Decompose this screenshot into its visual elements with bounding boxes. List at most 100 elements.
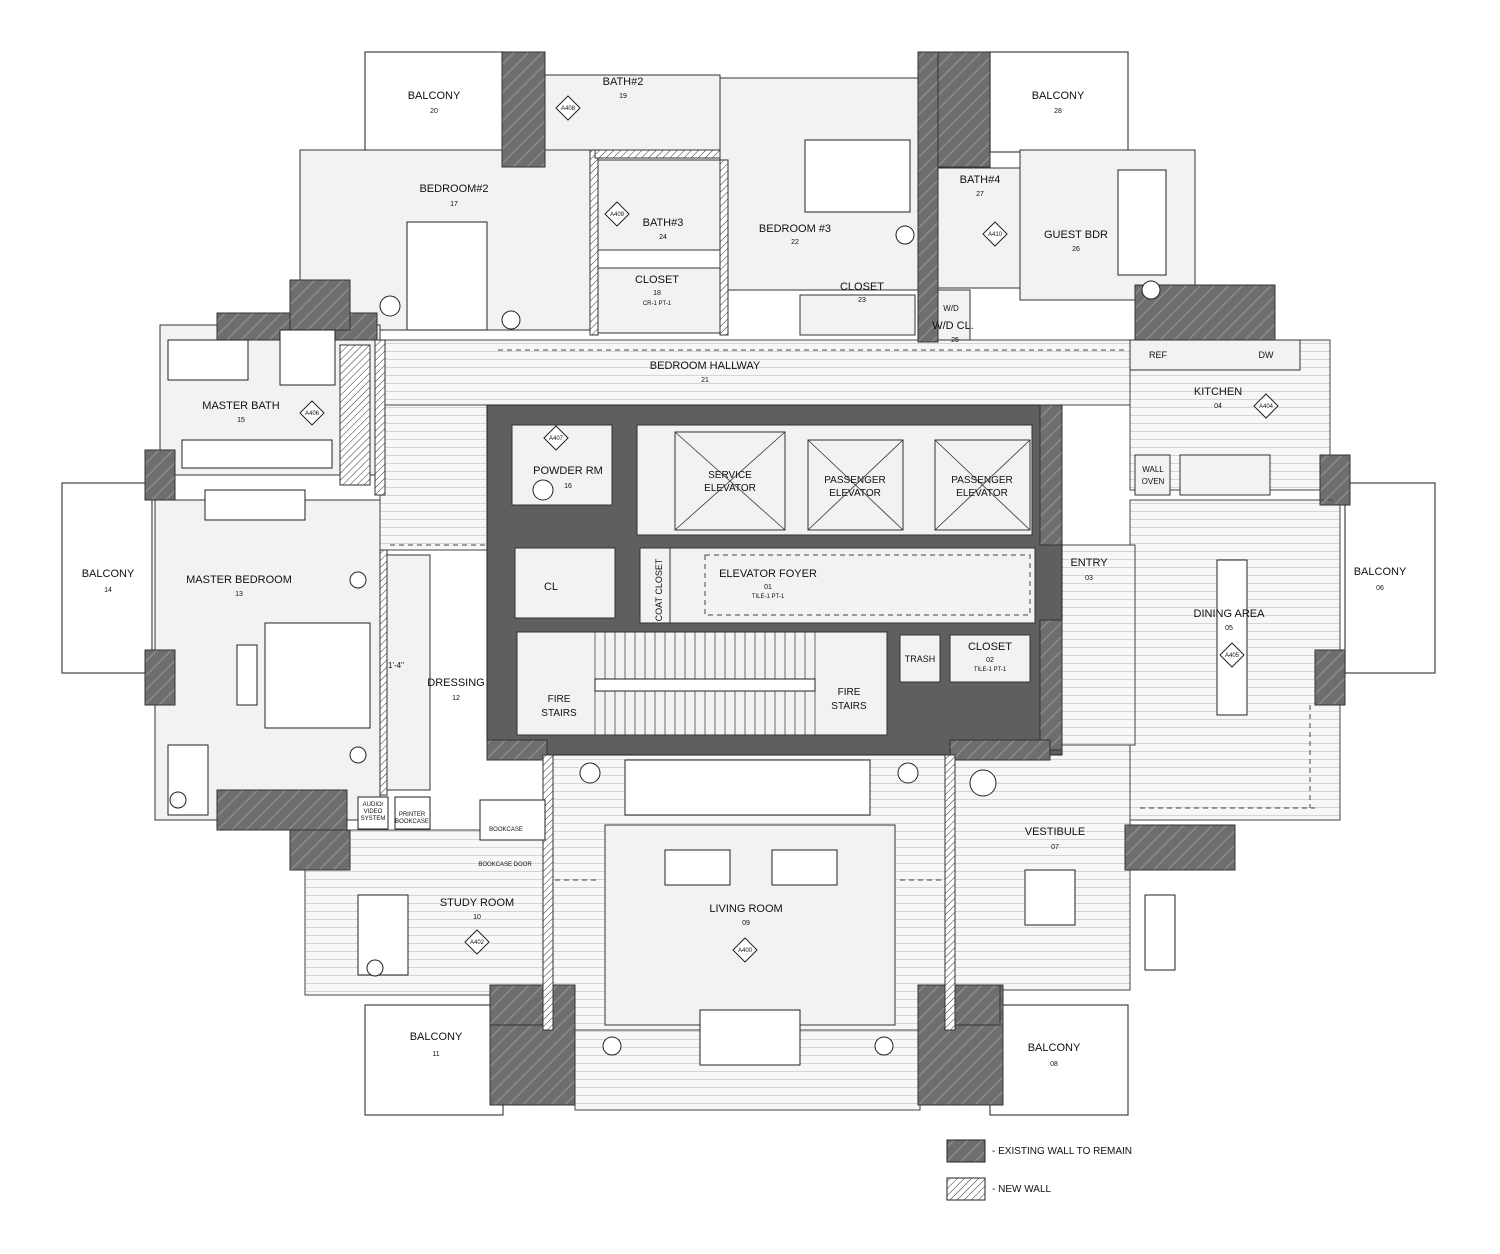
bedroom3-number: 22 bbox=[791, 239, 799, 246]
kitchen-number: 04 bbox=[1214, 403, 1222, 410]
svg-text:A409: A409 bbox=[610, 212, 625, 218]
balcony-14-label: BALCONY bbox=[82, 568, 135, 580]
bedroom2-number: 17 bbox=[450, 201, 458, 208]
balcony-11 bbox=[364, 1004, 504, 1116]
trash-room bbox=[899, 634, 941, 683]
legend-new-text: - NEW WALL bbox=[992, 1184, 1052, 1195]
dressing-label: DRESSING bbox=[427, 677, 484, 689]
foyer-inlay bbox=[704, 554, 1031, 616]
svg-text:A402: A402 bbox=[470, 940, 485, 946]
svg-text:A404: A404 bbox=[1259, 404, 1274, 410]
passenger-elevator-2-label-2: ELEVATOR bbox=[956, 488, 1008, 499]
closet-02 bbox=[949, 634, 1031, 683]
cl-closet bbox=[514, 547, 616, 619]
closet02-tags: TILE-1 PT-1 bbox=[974, 667, 1007, 673]
study-number: 10 bbox=[473, 914, 481, 921]
closet02-label: CLOSET bbox=[968, 641, 1012, 653]
closet-23 bbox=[799, 294, 916, 336]
balcony-11-number: 11 bbox=[432, 1051, 439, 1058]
closet02-number: 02 bbox=[986, 657, 994, 664]
balcony-06-label: BALCONY bbox=[1354, 566, 1407, 578]
printer-label-1: PRINTER bbox=[399, 812, 426, 818]
balcony-28 bbox=[989, 51, 1129, 153]
bookcase-label: BOOKCASE bbox=[489, 827, 523, 833]
powder-number: 16 bbox=[564, 483, 572, 490]
living-number: 09 bbox=[742, 920, 750, 927]
hallway-number: 21 bbox=[701, 377, 709, 384]
elevation-tag-a410: A410 bbox=[982, 221, 1008, 247]
entry-number: 03 bbox=[1085, 575, 1093, 582]
audio-label-1: AUDIO/ bbox=[363, 802, 384, 808]
dressing-number: 12 bbox=[452, 695, 460, 702]
bath2-number: 19 bbox=[619, 93, 627, 100]
bath4-label: BATH#4 bbox=[960, 174, 1001, 186]
guest-floor bbox=[1019, 149, 1196, 301]
legend-new-swatch bbox=[946, 1177, 986, 1201]
passenger-elevator-2-label-1: PASSENGER bbox=[951, 475, 1013, 486]
balcony-14 bbox=[61, 482, 153, 674]
dashed-lines bbox=[390, 349, 1335, 881]
balcony-08-label: BALCONY bbox=[1028, 1042, 1081, 1054]
svg-text:A405: A405 bbox=[1225, 653, 1240, 659]
living-label: LIVING ROOM bbox=[709, 903, 782, 915]
elevation-tag-a408: A408 bbox=[555, 95, 581, 121]
fire-stairs-right-label-2: STAIRS bbox=[831, 701, 867, 712]
svg-text:A406: A406 bbox=[305, 411, 320, 417]
master-bath-label: MASTER BATH bbox=[202, 400, 279, 412]
elevation-tag-a409: A409 bbox=[604, 201, 630, 227]
balcony-06-number: 06 bbox=[1376, 585, 1384, 592]
audio-label-2: VIDEO bbox=[364, 809, 383, 815]
bath4-floor bbox=[929, 167, 1021, 289]
dining-label: DINING AREA bbox=[1194, 608, 1266, 620]
fire-stairs-left-label-2: STAIRS bbox=[541, 708, 577, 719]
balcony-20 bbox=[364, 51, 504, 153]
wall-oven-label-2: OVEN bbox=[1142, 477, 1165, 486]
hallway-label: BEDROOM HALLWAY bbox=[650, 360, 761, 372]
stair-handrail bbox=[594, 678, 816, 692]
balcony-28-label: BALCONY bbox=[1032, 90, 1085, 102]
elevator-foyer-label: ELEVATOR FOYER bbox=[719, 568, 817, 580]
furniture bbox=[167, 139, 1248, 1066]
closet18-label: CLOSET bbox=[635, 274, 679, 286]
coat-closet-label: COAT CLOSET bbox=[654, 558, 664, 621]
elevation-tag-a407: A407 bbox=[543, 425, 569, 451]
wd-number: 25 bbox=[951, 337, 959, 344]
living-rug bbox=[604, 824, 896, 1026]
elevation-tag-a402: A402 bbox=[464, 929, 490, 955]
entry-label: ENTRY bbox=[1070, 557, 1108, 569]
closet-18 bbox=[597, 267, 721, 334]
guest-bdr-label: GUEST BDR bbox=[1044, 229, 1108, 241]
printer-label-2: BOOKCASE bbox=[395, 819, 429, 825]
bath2-label: BATH#2 bbox=[603, 76, 644, 88]
cl-label: CL bbox=[544, 581, 558, 593]
bath3-number: 24 bbox=[659, 234, 667, 241]
fire-stairs-right-label-1: FIRE bbox=[838, 687, 861, 698]
ref-label: REF bbox=[1149, 350, 1168, 360]
left-hall-floor bbox=[379, 404, 491, 551]
balcony-06 bbox=[1344, 482, 1436, 674]
wd-closet-label: W/D CL. bbox=[932, 320, 974, 332]
passenger-elevator-1-label-1: PASSENGER bbox=[824, 475, 886, 486]
wall-oven-label-1: WALL bbox=[1142, 465, 1164, 474]
closet18-tags: CR-1 PT-1 bbox=[643, 301, 672, 307]
closet23-number: 23 bbox=[858, 297, 866, 304]
balcony-11-label: BALCONY bbox=[410, 1031, 463, 1043]
svg-text:A407: A407 bbox=[549, 436, 564, 442]
passenger-elevator-1-label-2: ELEVATOR bbox=[829, 488, 881, 499]
elevator-foyer-number: 01 bbox=[764, 584, 772, 591]
wd-label: W/D bbox=[943, 304, 959, 313]
dining-number: 05 bbox=[1225, 625, 1233, 632]
bath3-label: BATH#3 bbox=[643, 217, 684, 229]
svg-text:A400: A400 bbox=[738, 948, 753, 954]
fire-stairs-left-label-1: FIRE bbox=[548, 694, 571, 705]
kitchen-range bbox=[1179, 454, 1271, 496]
elevation-tag-a406: A406 bbox=[299, 400, 325, 426]
audio-label-3: SYSTEM bbox=[361, 816, 386, 822]
dressing-floor bbox=[384, 554, 431, 791]
master-bedroom-label: MASTER BEDROOM bbox=[186, 574, 292, 586]
kitchen-counter bbox=[1129, 339, 1301, 371]
legend-existing-text: - EXISTING WALL TO REMAIN bbox=[992, 1146, 1132, 1157]
legend: - EXISTING WALL TO REMAIN - NEW WALL bbox=[946, 1139, 1132, 1201]
bookcase-door-label: BOOKCASE DOOR bbox=[478, 862, 532, 868]
